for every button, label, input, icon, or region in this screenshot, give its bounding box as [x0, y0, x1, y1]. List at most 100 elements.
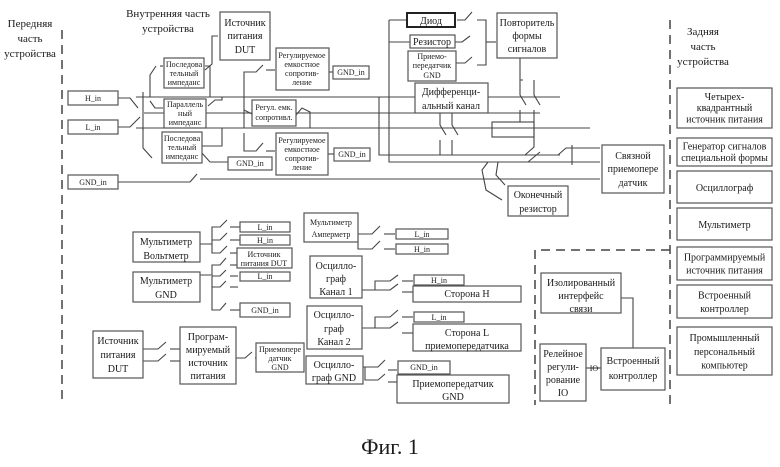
box-text: питания	[228, 31, 263, 42]
box-text: Приемопередатчик	[412, 379, 493, 390]
og-gnd-in: GND_in	[398, 361, 450, 374]
box-text: H_in	[431, 276, 447, 285]
am-l-in: L_in	[396, 229, 448, 239]
parallel-impedance: Параллель ный импеданс	[164, 99, 206, 128]
rear-heading-line: устройства	[677, 56, 729, 68]
box-text: тельный	[170, 69, 199, 78]
box-text: импеданс	[168, 78, 201, 87]
box-text: компьютер	[701, 361, 748, 372]
box-text: L_in	[257, 272, 272, 281]
box-text: Мультиметр	[310, 218, 352, 227]
box-text: Приемопере	[259, 345, 302, 354]
box-text: импеданс	[169, 118, 202, 127]
adjustable-capacitance-short: Регул. емк. сопротивл.	[252, 100, 296, 126]
box-text: Осцилло-	[316, 261, 357, 272]
figure-caption: Фиг. 1	[361, 434, 419, 459]
box-text: граф	[326, 274, 347, 285]
box-text: мируемый	[186, 345, 231, 356]
box-text: Приемо-	[417, 52, 447, 61]
box-text: емкостное	[284, 60, 320, 69]
mg-gnd-in: GND_in	[240, 303, 290, 317]
inner-heading-line: Внутренняя часть	[126, 8, 210, 20]
rear-embedded-controller: Встроенныйконтроллер	[677, 285, 772, 318]
box-text: H_in	[414, 245, 430, 254]
box-text: альный канал	[422, 101, 480, 112]
box-text: DUT	[235, 45, 256, 56]
rear-oscilloscope: Осциллограф	[677, 171, 772, 203]
box-text: Параллель	[167, 100, 203, 109]
gnd-in-label: GND_in	[79, 178, 107, 187]
box-text: GND_in	[236, 159, 264, 168]
ch2-l-in: L_in	[414, 312, 464, 322]
dut-power-source-top: Источник питания DUT	[220, 12, 270, 60]
embedded-controller-inner: Встроенный контроллер	[601, 348, 665, 390]
box-text: Регулируемое	[278, 51, 326, 60]
front-section-heading: Передняя часть устройства	[4, 18, 56, 60]
rear-heading-line: часть	[690, 41, 715, 53]
box-text: Программируемый	[684, 253, 766, 264]
box-text: Програм-	[188, 332, 228, 343]
oscilloscope-channel-2: Осцилло- граф Канал 2	[307, 306, 362, 349]
rear-heading-line: Задняя	[687, 26, 719, 38]
gnd-in-box-3: GND_in	[334, 148, 370, 161]
box-text: источник питания	[686, 114, 763, 125]
gnd-in-box-1: GND_in	[333, 66, 369, 79]
box-text: Диод	[420, 16, 442, 27]
terminal-resistor: Оконечный резистор	[508, 186, 568, 216]
rear-industrial-pc: Промышленныйперсональныйкомпьютер	[677, 327, 772, 375]
og-transceiver-gnd: Приемопередатчик GND	[397, 375, 509, 403]
box-text: ление	[292, 78, 312, 87]
box-text: импеданс	[166, 152, 199, 161]
box-text: Регул. емк.	[255, 103, 292, 112]
differential-channel: Дифференци- альный канал	[415, 83, 488, 113]
gnd-in-box-2: GND_in	[228, 157, 272, 170]
box-text: Резистор	[413, 37, 451, 48]
transceiver-l-side: Сторона L приемопередатчика	[413, 324, 521, 352]
resistor-box: Резистор	[410, 35, 455, 48]
front-heading-line: устройства	[4, 48, 56, 60]
box-text: рование	[546, 375, 581, 386]
box-text: Сторона L	[445, 328, 489, 339]
isolated-comm-interface: Изолированный интерфейс связи	[541, 273, 621, 315]
box-text: сопротив-	[285, 154, 319, 163]
box-text: питания	[191, 371, 226, 382]
adjustable-capacitance-2: Регулируемое емкостное сопротив- ление	[276, 133, 328, 175]
box-text: Последова	[166, 60, 203, 69]
box-text: Генератор сигналов	[683, 142, 767, 153]
l-in-terminal: L_in	[68, 120, 118, 134]
box-text: GND_in	[251, 306, 279, 315]
box-text: контроллер	[609, 371, 657, 382]
box-text: резистор	[519, 204, 557, 215]
rear-special-waveform-generator: Генератор сигналовспециальной формы	[677, 138, 772, 166]
box-text: IO	[558, 388, 569, 399]
inner-heading-line: устройства	[142, 23, 194, 35]
series-impedance-2: Последова тельный импеданс	[162, 132, 202, 163]
box-text: Дифференци-	[422, 87, 480, 98]
rear-section-heading: Задняя часть устройства	[677, 26, 729, 68]
mg-l-in: L_in	[240, 272, 290, 281]
box-text: Промышленный	[690, 333, 761, 344]
box-text: GND_in	[337, 68, 365, 77]
box-text: Встроенный	[698, 290, 752, 301]
box-text: источник питания	[686, 266, 763, 277]
h-in-terminal: H_in	[68, 91, 118, 105]
box-text: формы	[512, 31, 542, 42]
box-text: Источник	[97, 336, 138, 347]
box-text: Сторона H	[444, 289, 489, 300]
box-text: Четырех-	[705, 92, 745, 103]
box-text: сигналов	[508, 44, 547, 55]
waveform-repeater: Повторитель формы сигналов	[497, 13, 557, 58]
box-text: Мультиметр	[140, 237, 192, 248]
h-in-label: H_in	[85, 94, 101, 103]
io-link-label: IO	[590, 364, 599, 373]
box-text: Оконечный	[514, 190, 563, 201]
box-text: Вольтметр	[143, 251, 188, 262]
box-text: Канал 2	[317, 337, 350, 348]
box-text: приемопере	[608, 164, 659, 175]
rear-programmable-power-supply: Программируемый источник питания	[677, 247, 772, 280]
box-text: питания DUT	[241, 259, 288, 268]
box-text: Источник	[224, 18, 265, 29]
rear-four-quadrant-power-supply: Четырех-квадрантныйисточник питания	[677, 88, 772, 128]
box-text: Релейное	[543, 349, 583, 360]
